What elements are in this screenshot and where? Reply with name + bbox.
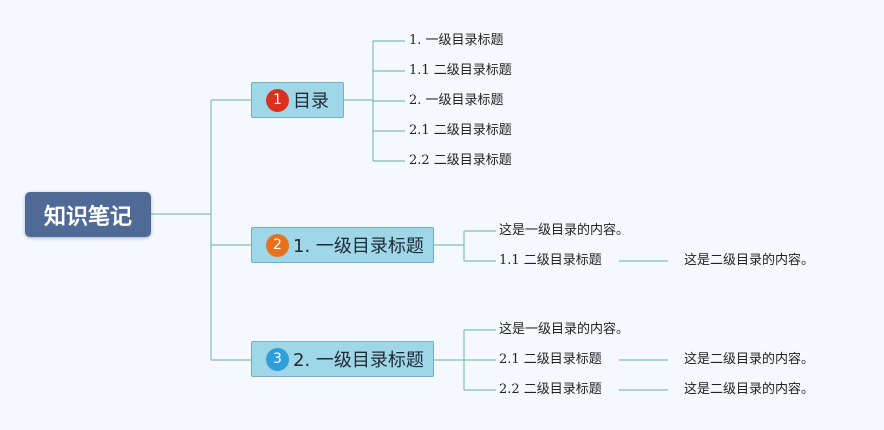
branch1-trunk (344, 41, 374, 161)
subsection-title[interactable]: 2.2 二级目录标题 (499, 382, 602, 397)
subsection-content[interactable]: 这是二级目录的内容。 (684, 382, 815, 397)
toc-item[interactable]: 2.2 二级目录标题 (409, 153, 512, 168)
section-content[interactable]: 这是一级目录的内容。 (499, 322, 630, 337)
branch-node-section-2[interactable]: 3 2. 一级目录标题 (251, 341, 434, 377)
branch-label: 1. 一级目录标题 (293, 236, 424, 257)
toc-item[interactable]: 1.1 二级目录标题 (409, 63, 512, 78)
branch-label: 2. 一级目录标题 (293, 350, 424, 371)
subsection-content[interactable]: 这是二级目录的内容。 (684, 253, 815, 268)
branch3-trunk (434, 330, 465, 390)
root-node[interactable]: 知识笔记 (25, 192, 151, 237)
branch2-child-lines (464, 230, 496, 262)
root-label: 知识笔记 (43, 204, 132, 230)
branch1-child-lines (373, 40, 405, 162)
branch-node-section-1[interactable]: 2 1. 一级目录标题 (251, 227, 434, 263)
priority-1-icon: 1 (266, 88, 289, 112)
section-content[interactable]: 这是一级目录的内容。 (499, 223, 630, 238)
priority-2-icon: 2 (266, 233, 289, 257)
branch-label: 目录 (293, 91, 329, 112)
subsection-content[interactable]: 这是二级目录的内容。 (684, 352, 815, 367)
subsection-title[interactable]: 1.1 二级目录标题 (499, 253, 602, 268)
toc-item[interactable]: 2. 一级目录标题 (409, 93, 504, 108)
branch3-child-lines (464, 329, 496, 391)
priority-3-icon: 3 (266, 347, 289, 371)
branch-node-toc[interactable]: 1 目录 (251, 82, 344, 118)
toc-item[interactable]: 1. 一级目录标题 (409, 33, 504, 48)
branch2-trunk (434, 231, 465, 261)
subsection-title[interactable]: 2.1 二级目录标题 (499, 352, 602, 367)
branch3-detail-lines (619, 359, 668, 391)
toc-item[interactable]: 2.1 二级目录标题 (409, 123, 512, 138)
